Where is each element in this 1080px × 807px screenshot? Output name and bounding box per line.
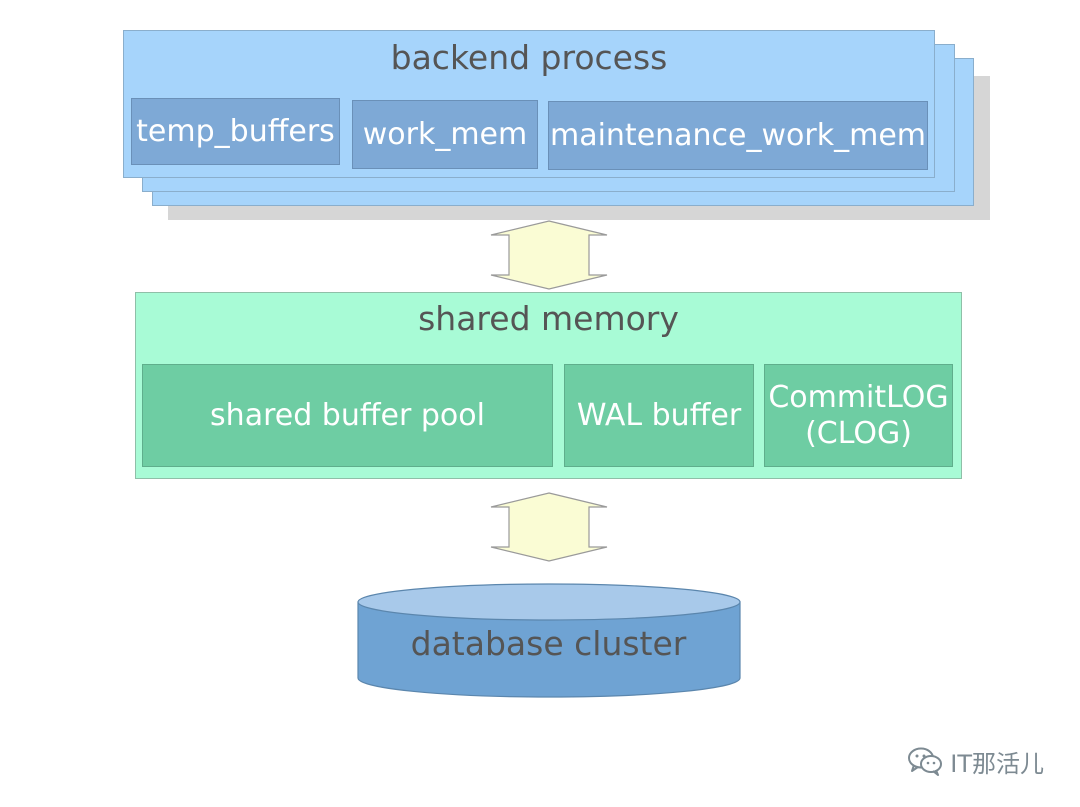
work-mem-box: work_mem [352,100,538,169]
maintenance-work-mem-box: maintenance_work_mem [548,101,928,170]
commit-log-line-2: (CLOG) [805,415,912,451]
database-cluster-label: database cluster [410,624,687,663]
wechat-icon [908,747,943,776]
database-cylinder [357,583,741,698]
temp-buffers-box: temp_buffers [131,98,340,165]
shared-memory-title: shared memory [418,299,679,338]
wal-buffer-box: WAL buffer [564,364,754,467]
shared-buffer-pool-box: shared buffer pool [142,364,553,467]
commit-log-line-1: CommitLOG [768,379,949,415]
double-arrow-lower [490,492,608,562]
commit-log-box: CommitLOG (CLOG) [764,364,953,467]
backend-process-title: backend process [390,38,668,77]
watermark: IT那活儿 [906,743,1044,779]
watermark-text: IT那活儿 [950,749,1044,778]
double-arrow-upper [490,220,608,290]
